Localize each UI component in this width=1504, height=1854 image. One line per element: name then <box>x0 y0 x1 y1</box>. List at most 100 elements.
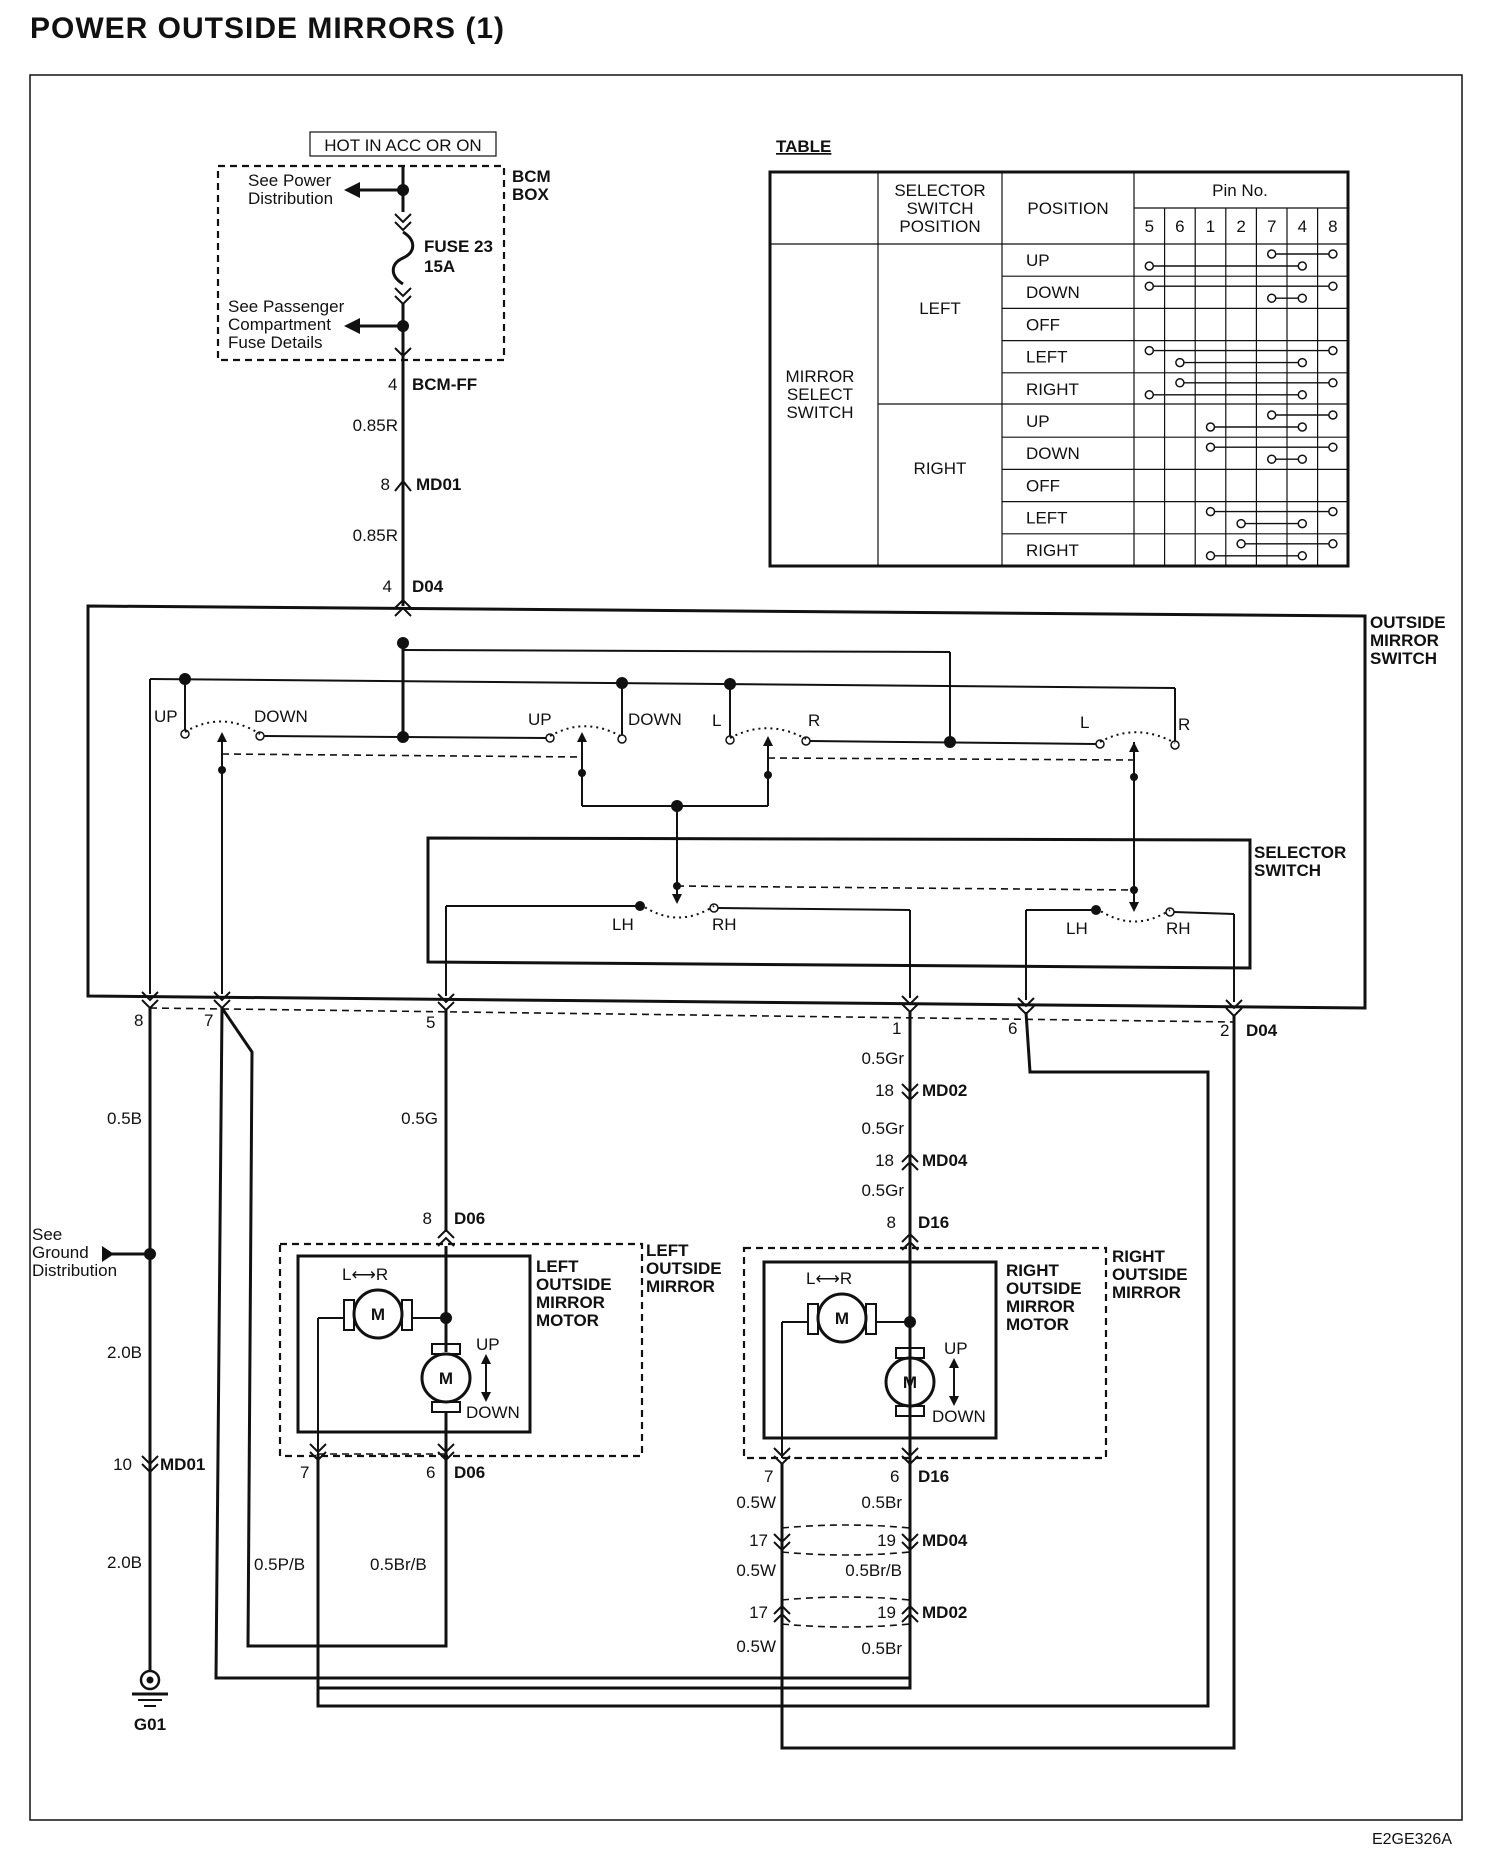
pin-header: 7 <box>1267 217 1276 236</box>
switch-down-2: DOWN <box>628 710 682 729</box>
position-label: DOWN <box>1026 444 1080 463</box>
lh-2: LH <box>1066 919 1088 938</box>
wire-label: 0.5B <box>107 1109 142 1128</box>
pin-terminal <box>1175 378 1185 388</box>
d04-pin-2: 2 <box>1220 1021 1229 1040</box>
position-label: OFF <box>1026 476 1060 495</box>
pin-header: 5 <box>1145 217 1154 236</box>
ground-icon <box>139 1669 161 1691</box>
right-motor-box <box>762 1260 998 1440</box>
md02-bottom-pin-17: 17 <box>749 1603 768 1622</box>
d06-bottom-pin-7: 7 <box>300 1463 309 1482</box>
pin-terminal <box>1328 442 1338 452</box>
bcm-box-label-1: BCM <box>512 167 551 186</box>
pin-terminal <box>1266 249 1277 259</box>
left-motor-label-4: MOTOR <box>536 1311 599 1330</box>
bcm-box-label-2: BOX <box>512 185 550 204</box>
wire-label: 0.5P/B <box>254 1555 305 1574</box>
position-label: RIGHT <box>1026 541 1079 560</box>
oms-label-2: MIRROR <box>1370 631 1439 650</box>
pin-terminal <box>1236 539 1246 549</box>
d04-pin-6: 6 <box>1008 1019 1017 1038</box>
wire-label: 2.0B <box>107 1553 142 1572</box>
switch-housing <box>86 604 1367 1010</box>
left-motor-box <box>296 1254 532 1434</box>
left-lr-label: L⟷R <box>342 1265 388 1284</box>
selector-right: RIGHT <box>914 459 967 478</box>
see-ground-1: See <box>32 1225 62 1244</box>
outside-mirror-switch: OUTSIDE MIRROR SWITCH UP DOWN UP DOWN <box>86 604 1446 1010</box>
lh-1: LH <box>612 915 634 934</box>
d04-bottom-connector: 8 7 5 1 6 2 D04 <box>134 991 1278 1040</box>
d16-bottom-pin-7: 7 <box>764 1467 773 1486</box>
pin-terminal <box>1297 518 1308 529</box>
left-mirror-label-2: OUTSIDE <box>646 1259 722 1278</box>
pin-terminal <box>1328 539 1338 549</box>
pin-terminal <box>1297 390 1308 400</box>
wire-label: 0.5Br/B <box>845 1561 902 1580</box>
position-label: UP <box>1026 412 1050 431</box>
switch-down-1: DOWN <box>254 707 308 726</box>
switch-r-2: R <box>1178 715 1190 734</box>
see-passenger-2: Compartment <box>228 315 331 334</box>
left-mirror: LEFT OUTSIDE MIRROR LEFT OUTSIDE MIRROR … <box>278 1241 722 1482</box>
d04-pin-1: 1 <box>892 1019 901 1038</box>
arrow-right-icon <box>102 1246 114 1262</box>
sel-label-2: SWITCH <box>1254 861 1321 880</box>
hot-label: HOT IN ACC OR ON <box>324 136 481 155</box>
right-motor-label-1: RIGHT <box>1006 1261 1060 1280</box>
left-motor-label-1: LEFT <box>536 1257 579 1276</box>
md04-top-pin: 18 <box>875 1151 894 1170</box>
d16-top-name: D16 <box>918 1213 949 1232</box>
hot-label-box <box>309 131 497 157</box>
selector-left: LEFT <box>919 299 961 318</box>
pin-terminal <box>1328 506 1338 517</box>
see-ground-2: Ground <box>32 1243 89 1262</box>
th-position: POSITION <box>1027 199 1108 218</box>
md04-bottom-pin-17: 17 <box>749 1531 768 1550</box>
table-caption: TABLE <box>776 137 831 156</box>
md01-top-pin: 8 <box>381 475 390 494</box>
motor-icon <box>352 1288 404 1340</box>
pin-terminal <box>1205 506 1216 517</box>
oms-label-3: SWITCH <box>1370 649 1437 668</box>
pin-terminal <box>1175 357 1185 368</box>
right-lr-label: L⟷R <box>806 1269 852 1288</box>
wire-label: 0.5Gr <box>861 1049 904 1068</box>
pin-terminal <box>1205 551 1216 561</box>
pin-header: 6 <box>1175 217 1184 236</box>
left-mirror-label-3: MIRROR <box>646 1277 715 1296</box>
right-motor-label-4: MOTOR <box>1006 1315 1069 1334</box>
pin-terminal <box>1144 281 1155 291</box>
pin-header: 4 <box>1298 217 1307 236</box>
d16-bottom-pin-6: 6 <box>890 1467 899 1486</box>
arrow-left-icon <box>344 318 360 334</box>
left-motor-label-2: OUTSIDE <box>536 1275 612 1294</box>
th-selector-2: SWITCH <box>906 199 973 218</box>
right-mirror-label-2: OUTSIDE <box>1112 1265 1188 1284</box>
wire-label: 2.0B <box>107 1343 142 1362</box>
see-ground-3: Distribution <box>32 1261 117 1280</box>
wire-label: 0.5W <box>736 1561 776 1580</box>
fuse-label-1: FUSE 23 <box>424 237 493 256</box>
md02-top-pin: 18 <box>875 1081 894 1100</box>
d04-pin-5: 5 <box>426 1013 435 1032</box>
right-mirror-wiring: 0.5Gr 18 MD02 0.5Gr 18 MD04 0.5Gr 8 D16 <box>214 1007 1236 1750</box>
row-group-2: SELECT <box>787 385 853 404</box>
pin-terminal <box>1266 293 1277 303</box>
ground-id: G01 <box>134 1715 166 1734</box>
pin-header: 8 <box>1328 217 1337 236</box>
position-label: OFF <box>1026 315 1060 334</box>
position-label: DOWN <box>1026 283 1080 302</box>
pin-terminal <box>1144 390 1155 400</box>
switch-up-1: UP <box>154 707 178 726</box>
d06-bottom-name: D06 <box>454 1463 485 1482</box>
wire-label: 0.5Br/B <box>370 1555 427 1574</box>
pin-terminal <box>1297 422 1308 432</box>
sel-label-1: SELECTOR <box>1254 843 1346 862</box>
right-motor-label-3: MIRROR <box>1006 1297 1075 1316</box>
pin-terminal <box>1328 281 1338 291</box>
left-motor-label-3: MIRROR <box>536 1293 605 1312</box>
